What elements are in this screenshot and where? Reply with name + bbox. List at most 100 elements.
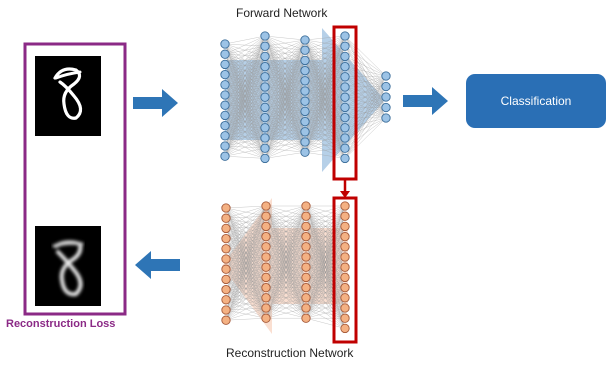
forward-network-node bbox=[341, 103, 349, 111]
forward-network-node bbox=[221, 152, 229, 160]
forward-network-node bbox=[341, 134, 349, 142]
reconstruction-network-node bbox=[302, 273, 310, 281]
classification-label: Classification bbox=[501, 94, 572, 108]
forward-network-node bbox=[221, 91, 229, 99]
forward-network-node bbox=[382, 82, 390, 90]
forward-network-node bbox=[261, 154, 269, 162]
reconstruction-network-node bbox=[222, 275, 230, 283]
reconstruction-network-edge bbox=[306, 318, 345, 328]
forward-network-node bbox=[341, 113, 349, 121]
reconstruction-network-node bbox=[222, 306, 230, 314]
forward-network-node bbox=[341, 93, 349, 101]
reconstruction-network-node bbox=[262, 304, 270, 312]
reconstruction-network-node bbox=[341, 304, 349, 312]
reconstruction-network-node bbox=[262, 263, 270, 271]
forward-network-edge bbox=[265, 152, 305, 158]
reconstruction-network-node bbox=[341, 273, 349, 281]
forward-network-node bbox=[382, 103, 390, 111]
reconstruction-network-node bbox=[341, 243, 349, 251]
forward-network-node bbox=[261, 42, 269, 50]
reconstruction-network-node bbox=[222, 316, 230, 324]
forward-network-node bbox=[261, 134, 269, 142]
forward-network-node bbox=[382, 72, 390, 80]
reconstruction-network-node bbox=[262, 253, 270, 261]
forward-network-node bbox=[221, 50, 229, 58]
reconstruction-network-node bbox=[302, 314, 310, 322]
forward-network-node bbox=[261, 62, 269, 70]
reconstruction-network-node bbox=[262, 314, 270, 322]
forward-network-node bbox=[261, 32, 269, 40]
forward-network-node bbox=[261, 52, 269, 60]
forward-network-node bbox=[261, 93, 269, 101]
forward-network-node bbox=[301, 87, 309, 95]
reconstruction-network-node bbox=[341, 283, 349, 291]
forward-network-node bbox=[221, 121, 229, 129]
forward-network-node bbox=[261, 124, 269, 132]
forward-network-node bbox=[221, 142, 229, 150]
forward-network-node bbox=[261, 144, 269, 152]
forward-network-node bbox=[341, 42, 349, 50]
loss-arrow bbox=[135, 251, 180, 279]
forward-network-node bbox=[341, 32, 349, 40]
reconstruction-network-node bbox=[222, 296, 230, 304]
reconstruction-network-node bbox=[302, 263, 310, 271]
reconstruction-network-node bbox=[262, 283, 270, 291]
reconstruction-network-node bbox=[302, 232, 310, 240]
reconstruction-network-node bbox=[222, 224, 230, 232]
reconstruction-network-node bbox=[302, 212, 310, 220]
reconstruction-network-node bbox=[262, 202, 270, 210]
forward-network-edge bbox=[225, 36, 265, 44]
forward-network-node bbox=[261, 103, 269, 111]
reconstruction-network-node bbox=[302, 243, 310, 251]
reconstruction-network-node bbox=[222, 214, 230, 222]
forward-network-title: Forward Network bbox=[236, 6, 327, 20]
reconstruction-network-title: Reconstruction Network bbox=[226, 346, 353, 360]
forward-network-node bbox=[301, 107, 309, 115]
forward-network-node bbox=[221, 60, 229, 68]
forward-network-node bbox=[301, 77, 309, 85]
reconstruction-network-node bbox=[341, 222, 349, 230]
forward-network-node bbox=[301, 66, 309, 74]
reconstruction-network-node bbox=[302, 253, 310, 261]
forward-network-node bbox=[261, 83, 269, 91]
forward-network-node bbox=[221, 40, 229, 48]
reconstruction-network-node bbox=[341, 314, 349, 322]
reconstruction-network-node bbox=[341, 294, 349, 302]
reconstruction-network-node bbox=[222, 265, 230, 273]
reconstruction-network-node bbox=[341, 232, 349, 240]
reconstruction-network-node bbox=[262, 273, 270, 281]
forward-network-node bbox=[221, 111, 229, 119]
input-digit-image bbox=[35, 56, 101, 136]
forward-network-node bbox=[341, 154, 349, 162]
reconstruction-network-node bbox=[302, 294, 310, 302]
forward-network-node bbox=[301, 128, 309, 136]
forward-network-node bbox=[221, 101, 229, 109]
forward-network-node bbox=[341, 62, 349, 70]
reconstruction-loss-label: Reconstruction Loss bbox=[6, 318, 115, 330]
forward-network-node bbox=[341, 73, 349, 81]
reconstruction-network-node bbox=[262, 222, 270, 230]
reconstruction-network-node bbox=[341, 212, 349, 220]
forward-network-node bbox=[382, 114, 390, 122]
reconstruction-network-node bbox=[262, 232, 270, 240]
reconstruction-network-node bbox=[262, 243, 270, 251]
forward-network-node bbox=[341, 124, 349, 132]
forward-network-node bbox=[221, 70, 229, 78]
forward-network-node bbox=[221, 81, 229, 89]
forward-network-node bbox=[301, 97, 309, 105]
forward-network-edge bbox=[265, 40, 305, 46]
forward-network-node bbox=[301, 117, 309, 125]
forward-network-node bbox=[341, 144, 349, 152]
forward-network-node bbox=[221, 132, 229, 140]
output-arrow bbox=[403, 87, 448, 115]
input-arrow bbox=[133, 89, 178, 117]
forward-network-node bbox=[301, 56, 309, 64]
forward-network-node bbox=[301, 36, 309, 44]
reconstruction-network-node bbox=[222, 234, 230, 242]
forward-network-node bbox=[261, 73, 269, 81]
forward-network-node bbox=[382, 93, 390, 101]
forward-network-node bbox=[301, 138, 309, 146]
reconstructed-digit-image bbox=[35, 226, 101, 306]
